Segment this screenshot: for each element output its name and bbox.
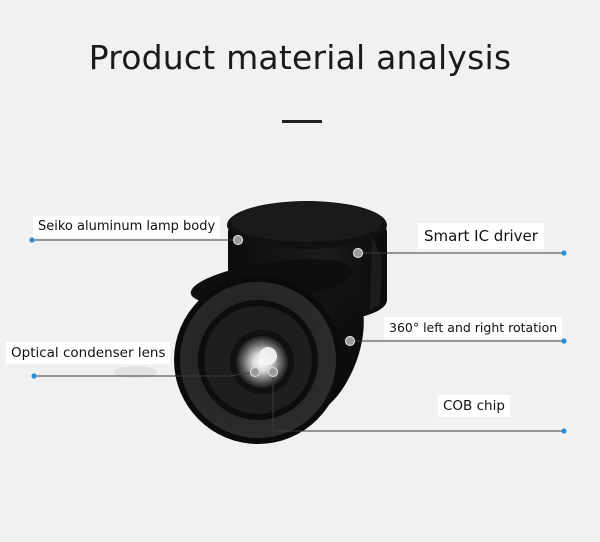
bg-smudge xyxy=(113,366,157,378)
leader-lines xyxy=(32,239,564,432)
callout-rotation: 360° left and right rotation xyxy=(384,317,563,338)
anchor-dot xyxy=(352,247,364,259)
anchor-dot xyxy=(267,366,279,378)
callout-lamp-body: Seiko aluminum lamp body xyxy=(33,216,221,238)
endpoint-dot xyxy=(561,428,567,434)
anchor-dot xyxy=(249,366,261,378)
page-title: Product material analysis xyxy=(88,38,512,77)
endpoint-dot xyxy=(31,373,37,379)
leader-cob xyxy=(272,372,564,432)
endpoint-dot xyxy=(561,250,567,256)
callout-condenser-lens: Optical condenser lens xyxy=(6,342,171,365)
anchor-dots xyxy=(232,234,364,378)
lamp-front-face xyxy=(174,276,342,444)
anchor-dot xyxy=(232,234,244,246)
callout-ic-driver: Smart IC driver xyxy=(418,223,544,249)
endpoint-dot xyxy=(29,237,35,243)
cob-chip xyxy=(259,347,277,365)
endpoint-dot xyxy=(561,338,567,344)
leader-lens xyxy=(34,371,256,377)
callout-cob-chip: COB chip xyxy=(438,395,510,418)
endpoint-dots xyxy=(29,237,567,434)
title-divider xyxy=(282,120,322,123)
anchor-dot xyxy=(344,335,356,347)
